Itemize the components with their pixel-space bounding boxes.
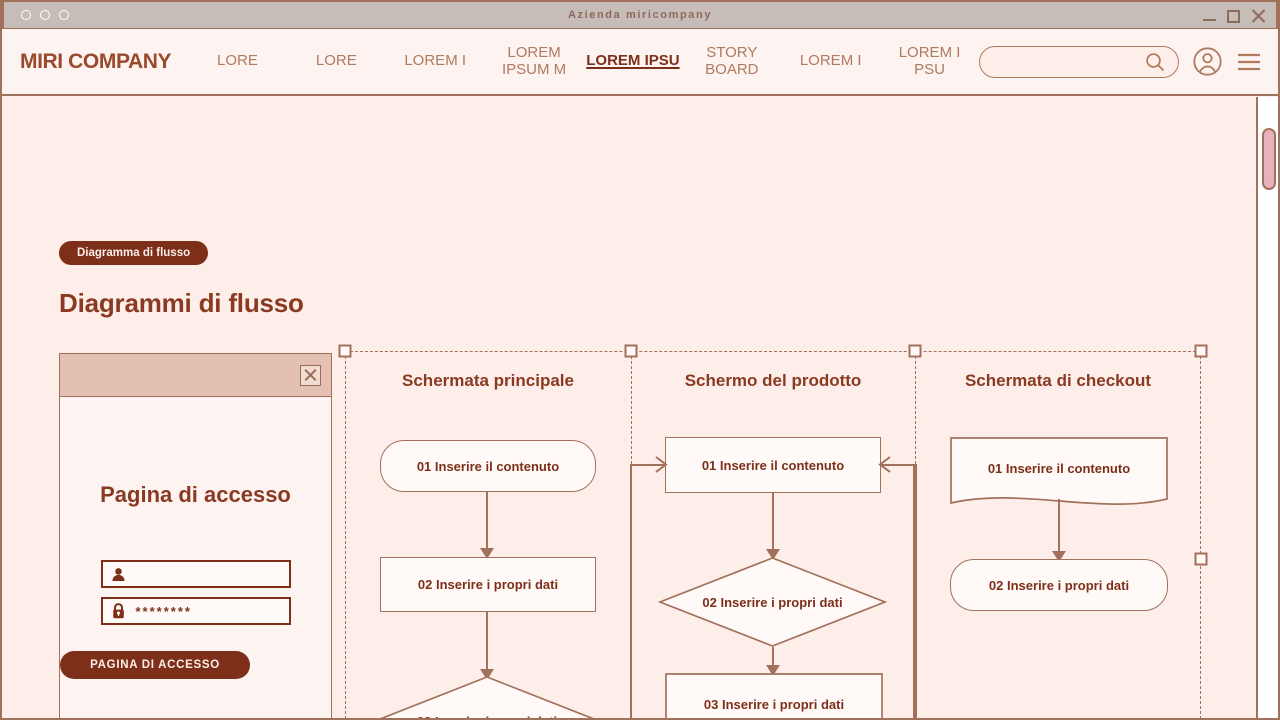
connector-c2-02-03 <box>772 647 774 675</box>
login-card-titlebar <box>60 354 331 397</box>
connector-c1-01-02 <box>486 492 488 558</box>
connector-link-2b <box>913 464 915 718</box>
window-controls <box>1203 2 1266 31</box>
connector-link-1b <box>630 464 632 718</box>
flow-column-main-screen: Schermata principale 01 Inserire il cont… <box>345 351 631 720</box>
nav-item-2[interactable]: LOREM I <box>404 52 467 70</box>
flow-node-c1-02[interactable]: 02 Inserire i propri dati <box>380 557 596 612</box>
breadcrumb-badge: Diagramma di flusso <box>59 241 209 265</box>
flow-column-product-screen: Schermo del prodotto 01 Inserire il cont… <box>631 351 915 720</box>
flow-node-c2-03[interactable]: 03 Inserire i propri dati <box>703 696 845 712</box>
main-navigation: LORE LORE LOREM I LOREM IPSUM M LOREM IP… <box>188 43 979 79</box>
flow-node-c1-01[interactable]: 01 Inserire il contenuto <box>380 440 596 492</box>
site-header: MIRI COMPANY LORE LORE LOREM I LOREM IPS… <box>2 29 1278 96</box>
flowchart-selection[interactable]: Schermata principale 01 Inserire il cont… <box>338 344 1208 720</box>
header-tools <box>979 45 1262 78</box>
nav-item-7[interactable]: LOREM I PSU <box>898 43 961 78</box>
close-icon[interactable] <box>300 364 321 386</box>
username-field[interactable] <box>100 560 291 588</box>
search-input[interactable] <box>979 45 1179 78</box>
search-icon <box>1146 52 1165 71</box>
nav-item-3[interactable]: LOREM IPSUM M <box>501 43 567 78</box>
connector-link-1c <box>630 464 665 466</box>
person-icon <box>111 567 125 581</box>
window-title: Azienda miricompany <box>567 9 713 21</box>
arrowhead-link-1 <box>655 456 668 473</box>
window-dot-2[interactable] <box>40 10 50 20</box>
page-title: Diagrammi di flusso <box>59 288 304 318</box>
connector-c2-01-02 <box>772 493 774 559</box>
connector-c3-01-02 <box>1058 499 1060 561</box>
connector-link-3b <box>915 464 917 718</box>
flow-column-title-3: Schermata di checkout <box>964 371 1152 390</box>
window-dot-1[interactable] <box>21 10 31 20</box>
resize-handle-top-left[interactable] <box>338 344 352 358</box>
arrowhead-c2-02-03 <box>766 665 780 676</box>
nav-item-6[interactable]: LOREM I <box>799 52 862 70</box>
login-card: Pagina di accesso ******** PAGINA DI ACC… <box>59 353 332 718</box>
password-field[interactable]: ******** <box>100 597 291 625</box>
flow-node-c1-03-shape[interactable] <box>373 675 601 720</box>
lock-icon <box>112 603 124 619</box>
nav-item-4-active[interactable]: LOREM IPSU <box>586 52 680 70</box>
nav-item-5[interactable]: STORY BOARD <box>705 43 759 78</box>
vertical-scrollbar[interactable] <box>1256 97 1278 718</box>
arrowhead-c2-01-02 <box>766 549 780 560</box>
arrowhead-c1-01-02 <box>480 548 494 559</box>
scrollbar-thumb[interactable] <box>1262 128 1276 190</box>
resize-handle-right-mid[interactable] <box>1194 552 1208 566</box>
flow-node-c2-02-shape[interactable] <box>657 556 888 648</box>
flow-node-c3-01-shape[interactable] <box>950 437 1168 515</box>
user-account-icon[interactable] <box>1192 46 1223 77</box>
nav-item-1[interactable]: LORE <box>315 52 357 70</box>
flow-node-c2-03-shape[interactable] <box>665 673 883 720</box>
login-heading: Pagina di accesso <box>100 482 291 507</box>
flow-column-title-2: Schermo del prodotto <box>684 371 862 390</box>
flow-node-c3-02[interactable]: 02 Inserire i propri dati <box>950 559 1168 611</box>
flow-node-c2-01[interactable]: 01 Inserire il contenuto <box>665 437 881 493</box>
minimize-icon[interactable] <box>1203 19 1216 21</box>
login-submit-button[interactable]: PAGINA DI ACCESSO <box>60 651 250 679</box>
resize-handle-top-mid2[interactable] <box>908 344 922 358</box>
nav-item-0[interactable]: LORE <box>217 52 258 70</box>
arrowhead-c3-01-02 <box>1052 551 1066 562</box>
window-dots <box>21 10 69 20</box>
hamburger-menu-icon[interactable] <box>1236 51 1262 73</box>
flow-node-c3-01[interactable]: 01 Inserire il contenuto <box>987 460 1131 476</box>
resize-handle-top-mid1[interactable] <box>624 344 638 358</box>
flow-column-checkout-screen: Schermata di checkout 01 Inserire il con… <box>915 351 1201 718</box>
maximize-icon[interactable] <box>1227 10 1240 23</box>
connector-link-3a <box>891 464 917 466</box>
flow-node-c1-03[interactable]: 03 Inserire i propri dati <box>373 675 601 719</box>
window-titlebar: Azienda miricompany <box>2 0 1278 29</box>
flow-node-c2-02[interactable]: 02 Inserire i propri dati <box>702 594 843 610</box>
close-icon[interactable] <box>1251 9 1266 24</box>
window-dot-3[interactable] <box>59 10 69 20</box>
password-value: ******** <box>135 603 192 619</box>
arrowhead-c1-02-03 <box>480 669 494 680</box>
connector-c1-02-03 <box>486 612 488 679</box>
brand-logo[interactable]: MIRI COMPANY <box>20 49 172 73</box>
arrowhead-link-2 <box>878 456 891 473</box>
flow-column-title-1: Schermata principale <box>402 371 574 390</box>
resize-handle-top-right[interactable] <box>1194 344 1208 358</box>
